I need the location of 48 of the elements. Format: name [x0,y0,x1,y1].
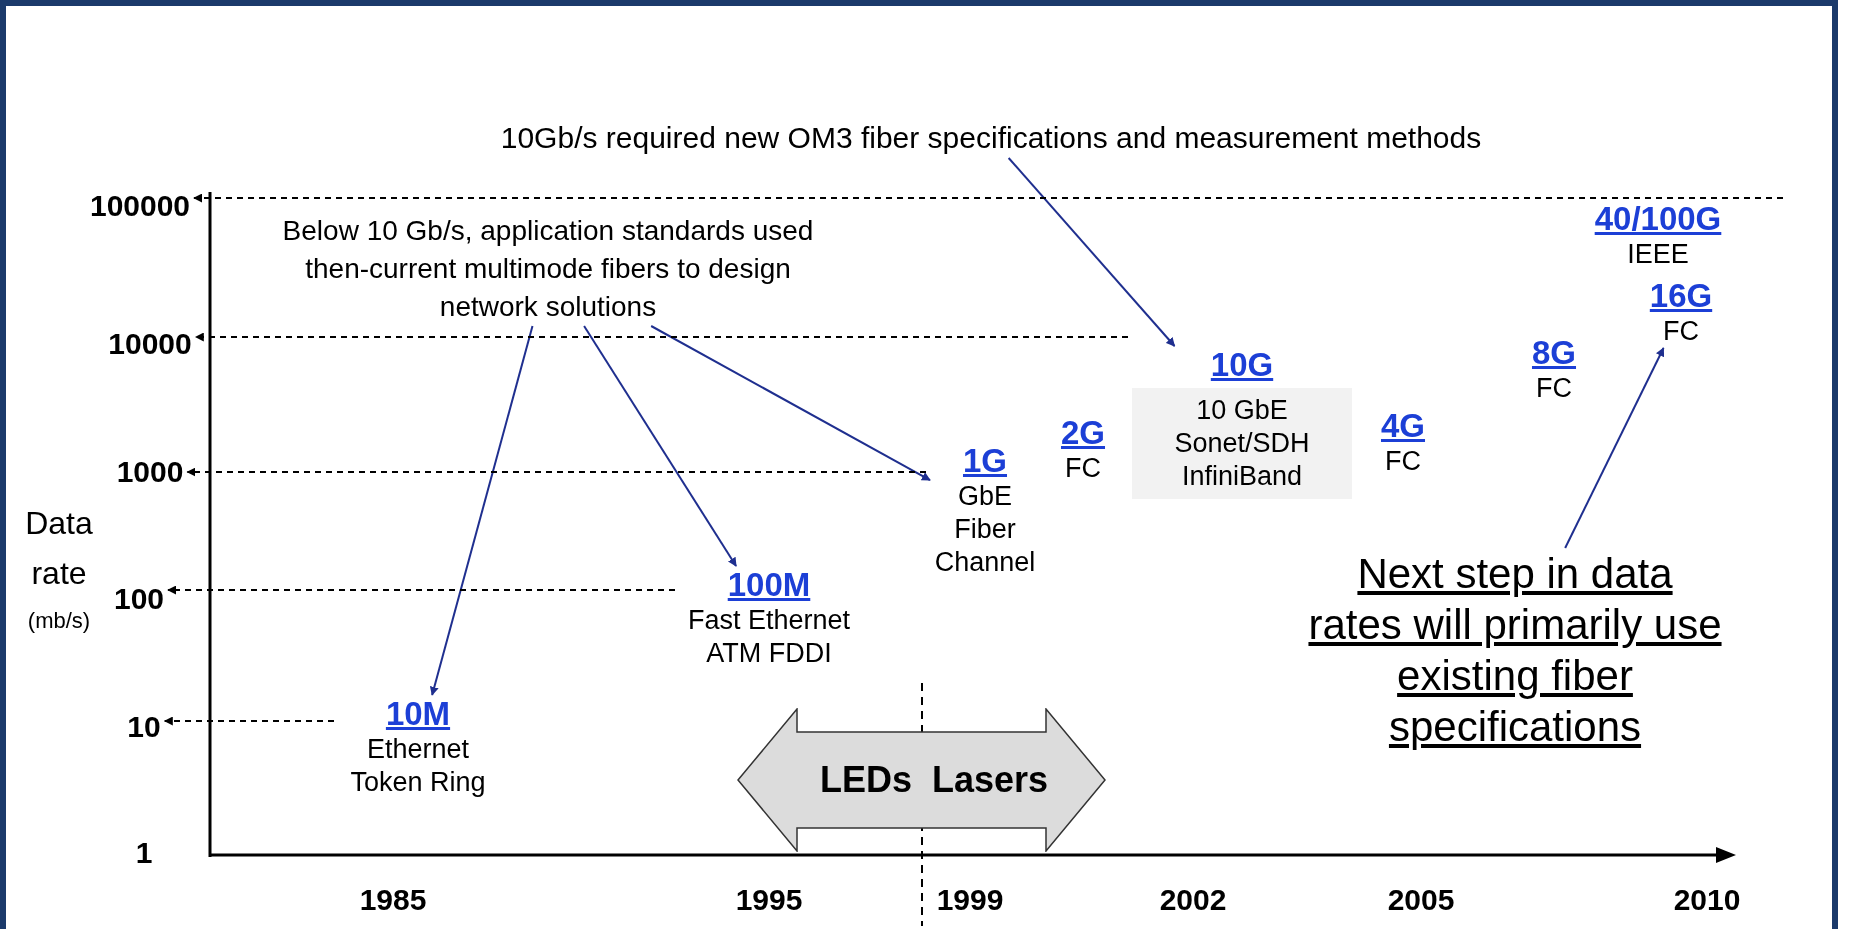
year-label: 2010 [1673,883,1741,917]
rate-heading: 100M [727,566,811,604]
axis-tick-label: 1000 [116,454,184,490]
dashed-arrow [186,467,927,477]
year-label: 2005 [1387,883,1455,917]
dashed-arrow [163,716,335,726]
standards-list: FC [1385,445,1421,478]
dashed-arrow [193,193,1784,203]
dashed-arrow [167,585,676,595]
source-label: LEDs [819,758,912,802]
note-text: Next step in data rates will primarily use existing fiber specifications [1305,548,1725,752]
arrow [1564,347,1665,549]
standards-list: FC [1663,315,1699,348]
axis-tick-label: 10000 [108,326,192,362]
double-block-arrow [737,708,1106,852]
rate-heading: 10M [385,695,451,733]
heading-text: 10Gb/s required new OM3 fiber specifications and measurement methods [491,118,1491,158]
standards-list: Fast Ethernet ATM FDDI [679,604,859,670]
standards-list: IEEE [1627,238,1689,271]
axis-tick-label: 100000 [89,188,191,224]
rate-heading: 8G [1532,334,1576,372]
axis-tick-label: 1 [135,836,153,870]
unit-label: (mb/s) [27,608,91,634]
year-label: 1995 [735,883,803,917]
standards-list: Ethernet Token Ring [338,733,498,799]
rate-heading: 2G [1061,414,1105,452]
rate-heading: 16G [1649,277,1713,315]
rate-heading: 40/100G [1594,200,1722,238]
arrow [429,325,534,696]
year-label: 1999 [936,883,1004,917]
axis-title: Data rate [24,504,94,593]
year-label: 2002 [1159,883,1227,917]
rate-heading: 4G [1381,407,1425,445]
dashed-arrow [194,332,1129,342]
rate-heading: 1G [963,442,1007,480]
standards-list: FC [1065,452,1101,485]
source-label: Lasers [932,758,1049,802]
standards-list: FC [1536,372,1572,405]
rate-heading: 10G [1210,346,1274,384]
axis-tick-label: 100 [113,581,165,617]
arrow [1007,157,1176,347]
note-text: Below 10 Gb/s, application standards used then-current multimode fibers to design network solutions [268,212,828,326]
standards-panel: 10 GbE Sonet/SDH InfiniBand [1132,388,1352,499]
year-label: 1985 [359,883,427,917]
axis-tick-label: 10 [127,709,161,745]
arrow [583,325,738,567]
arrow [650,325,931,482]
standards-list: GbE Fiber Channel [930,480,1040,579]
